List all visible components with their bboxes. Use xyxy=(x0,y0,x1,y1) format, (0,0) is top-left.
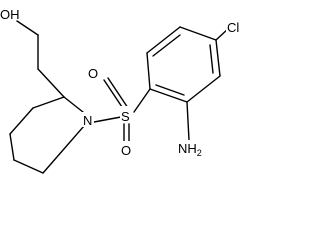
bond-s-o-top-b xyxy=(107,77,129,109)
structure-diagram: OH N S O O Cl NH2 xyxy=(0,7,240,174)
atom-label-cl: Cl xyxy=(227,20,239,35)
atom-label-n: N xyxy=(83,113,92,128)
bond-ar-3-4 xyxy=(179,26,217,41)
atom-label-o-top: O xyxy=(88,66,98,81)
atom-label-nh2-subscript: 2 xyxy=(197,148,202,158)
bond-n-s xyxy=(93,116,122,123)
bond-ar-4-5-inner xyxy=(209,44,214,74)
bond-ar-4-5 xyxy=(215,39,221,77)
bond-s-o-top-a xyxy=(103,79,125,111)
bond-pip-c5-c6 xyxy=(13,159,44,174)
atom-label-oh: OH xyxy=(0,7,20,22)
bond-ar-5-6 xyxy=(186,75,221,103)
bond-o-c1 xyxy=(16,20,39,36)
bond-pip-c2-c3 xyxy=(32,96,65,109)
bond-pip-c4-c5 xyxy=(9,133,15,161)
bond-ar-2-3 xyxy=(146,26,181,54)
atom-label-s: S xyxy=(121,109,130,124)
bond-pip-c6-n xyxy=(42,125,85,174)
bond-ar-2-3-inner xyxy=(152,34,181,57)
atom-label-nh2-main: NH xyxy=(178,141,197,156)
atom-label-nh2: NH2 xyxy=(178,141,202,158)
bond-ar-6-1 xyxy=(149,88,188,103)
atom-label-o-bottom: O xyxy=(121,143,131,158)
bond-ar-1-2 xyxy=(146,52,151,90)
bond-ar-6-1-inner xyxy=(155,84,185,96)
bond-ar-nh2 xyxy=(186,101,190,141)
bond-s-aryl xyxy=(133,88,151,113)
bond-c2-ring xyxy=(37,68,65,98)
bond-pip-c3-c4 xyxy=(9,107,34,135)
